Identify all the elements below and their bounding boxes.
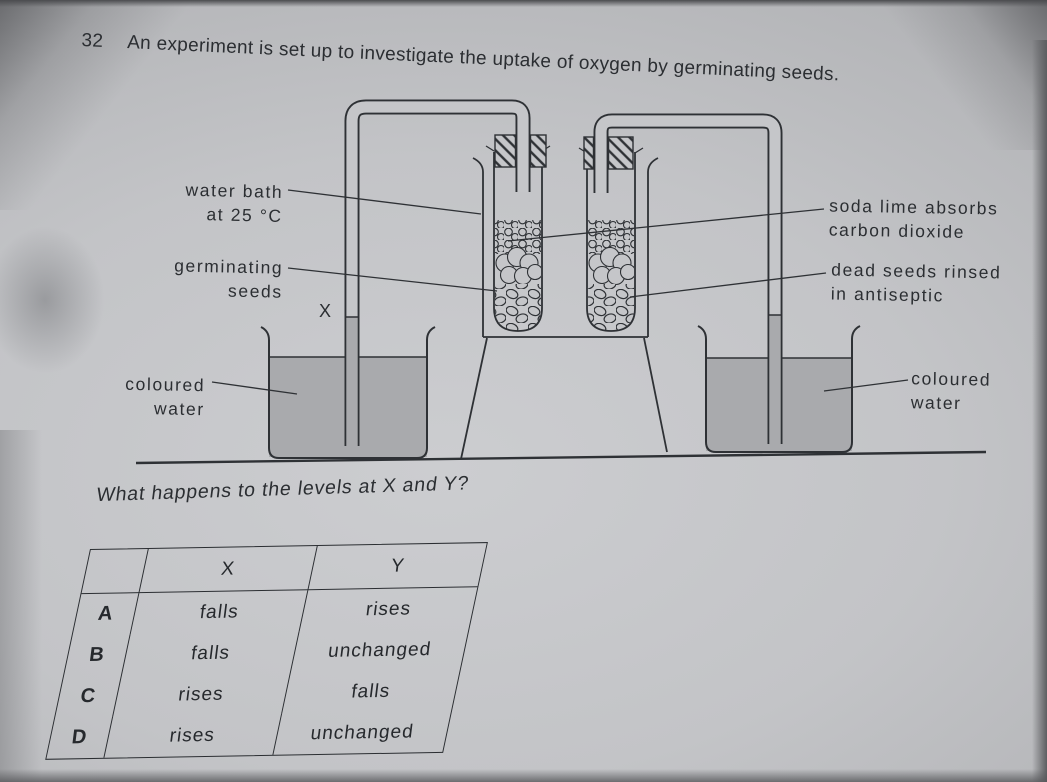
option-d-label: D [46, 716, 114, 759]
label-soda-lime: soda lime absorbs carbon dioxide [828, 195, 999, 242]
option-c-label: C [55, 675, 122, 718]
right-delivery-tube [593, 113, 783, 445]
option-a-label: A [72, 593, 140, 636]
leader-water-bath [287, 189, 482, 215]
option-d-x: rises [104, 713, 283, 758]
label-water-bath: water bath at 25 °C [185, 179, 284, 227]
dead-seeds-layer [588, 284, 634, 331]
option-b-x: falls [121, 631, 300, 676]
option-a-x: falls [130, 590, 309, 635]
option-c-y: falls [350, 680, 392, 702]
label-coloured-water-right: coloured water [910, 368, 992, 414]
label-germinating-seeds: germinating seeds [174, 255, 284, 302]
water-bath-stand [460, 336, 668, 460]
leader-coloured-water-right [823, 379, 909, 392]
option-b-label: B [63, 634, 131, 677]
left-bung [494, 134, 547, 168]
page-shadow-blob [0, 195, 130, 405]
label-level-x: X [319, 301, 332, 321]
page-shadow-top-edge [0, 0, 1047, 7]
leader-coloured-water-left [211, 381, 298, 395]
option-c-x: rises [113, 672, 291, 717]
cotton-wool-right [588, 246, 634, 286]
table-header-y: Y [308, 543, 487, 591]
germinating-seeds-tube [485, 145, 551, 332]
table-header-x: X [139, 546, 318, 594]
option-b-y: unchanged [326, 638, 433, 662]
answer-table: X Y A falls rises B falls unchanged C ri… [45, 542, 488, 760]
leader-soda-lime [507, 208, 825, 242]
leader-dead-seeds [629, 272, 827, 298]
option-a-y: rises [364, 597, 413, 620]
leader-germinating-seeds [287, 267, 498, 292]
dead-seeds-tube [578, 147, 644, 332]
label-coloured-water-left: coloured water [125, 373, 206, 420]
bench-line [135, 450, 987, 465]
label-dead-seeds: dead seeds rinsed in antiseptic [830, 259, 1002, 306]
cotton-wool-left [495, 246, 541, 286]
germinating-seeds-layer [495, 284, 541, 331]
left-delivery-tube [344, 99, 531, 447]
page-shadow-right-edge [1032, 40, 1047, 782]
page-shadow-bottom-edge [0, 769, 1047, 782]
label-leader-lines [211, 189, 909, 395]
water-bath [472, 157, 659, 337]
page-shadow-left-edge [0, 430, 42, 782]
page-shadow-corner-top-right [867, 0, 1047, 150]
page-shadow-corner-top-left [0, 0, 240, 210]
option-d-y: unchanged [309, 720, 416, 744]
table-corner-cell [81, 548, 149, 595]
right-bung [583, 136, 634, 170]
